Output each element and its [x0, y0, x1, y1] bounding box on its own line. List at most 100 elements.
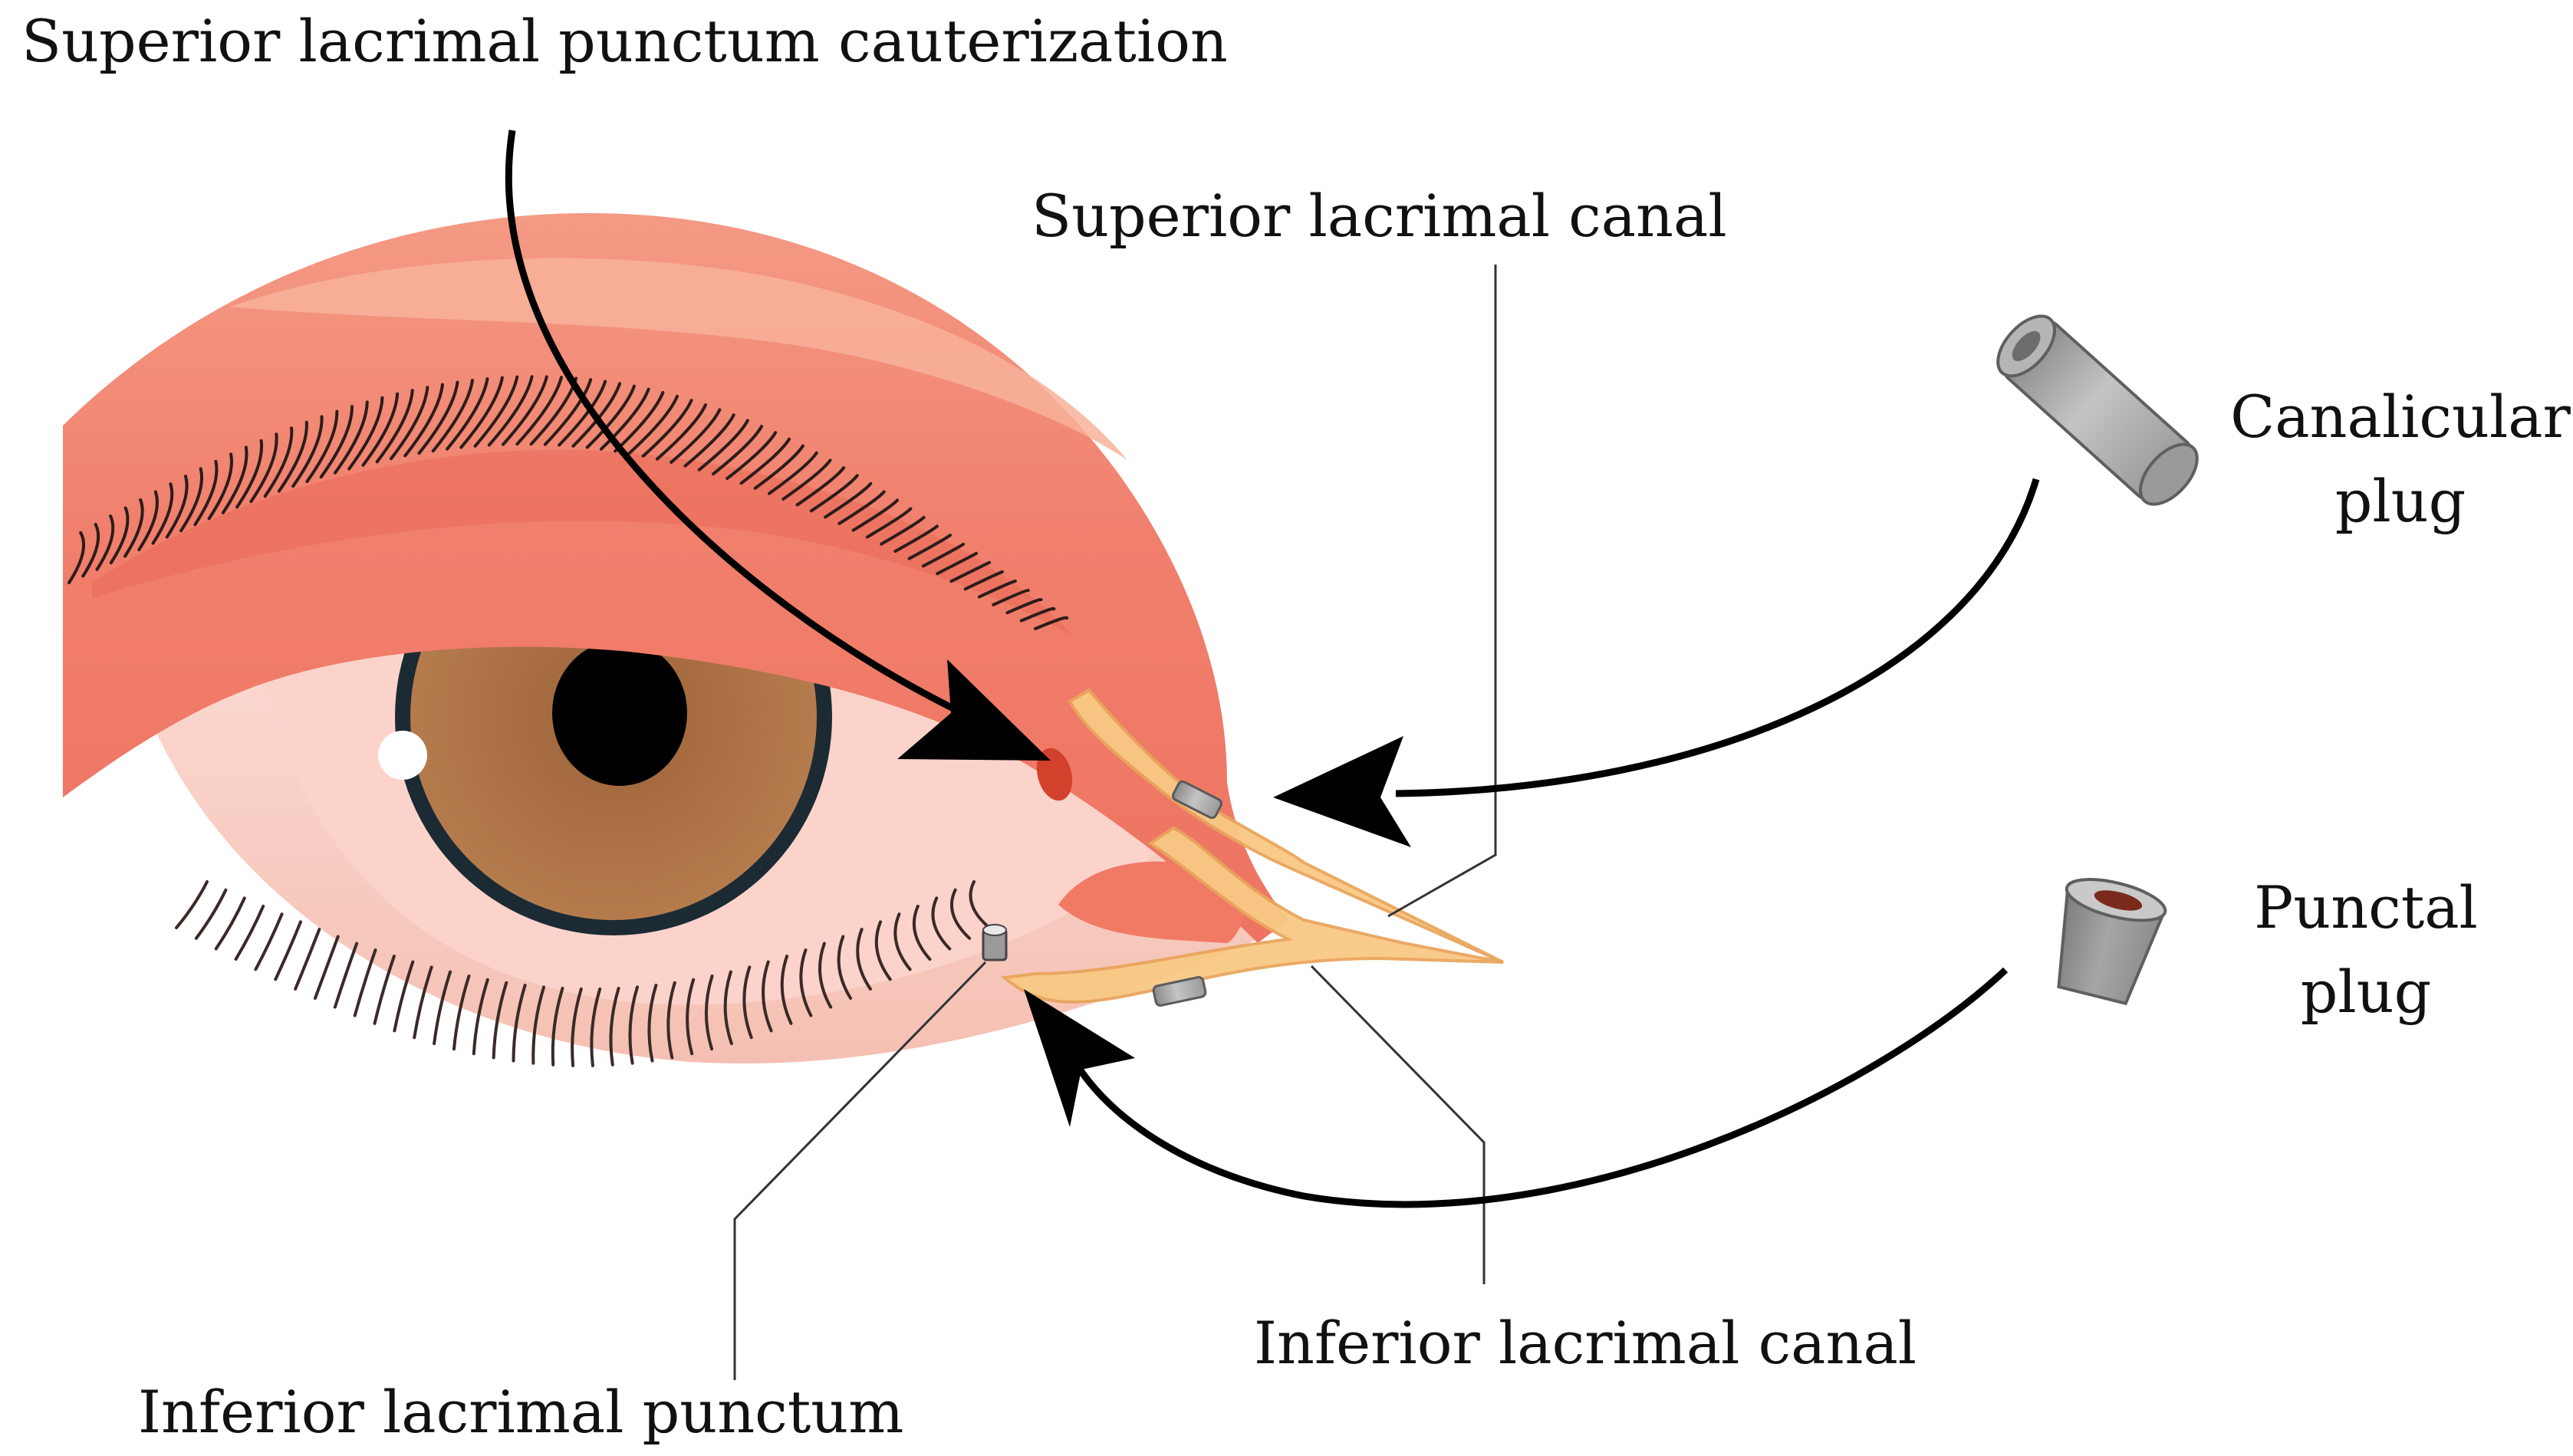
eyelash	[274, 920, 302, 981]
eyelash	[333, 400, 369, 475]
eyelash	[446, 377, 489, 451]
label-punctal-plug-1: Punctal	[2254, 873, 2478, 942]
eyelash	[375, 389, 414, 464]
eyelash	[641, 399, 693, 458]
eyelid-highlight	[230, 258, 1127, 460]
eyelash	[1034, 616, 1069, 630]
leader-inferior-canal	[1310, 965, 1486, 1284]
eyelash	[726, 431, 778, 480]
eyelash	[472, 978, 489, 1056]
eyelash	[647, 984, 658, 1063]
eyelash	[809, 474, 859, 513]
label-cauterization: Superior lacrimal punctum cauterization	[21, 7, 1228, 75]
eyelid-crease	[92, 449, 1074, 636]
label-punctal-plug-2: plug	[2301, 958, 2432, 1026]
eyelash	[670, 408, 722, 464]
eyelash	[95, 514, 115, 571]
eyelash	[277, 420, 308, 493]
eyelash	[492, 981, 508, 1060]
eyelash	[254, 912, 284, 971]
arrowhead-cauterization	[897, 659, 1051, 761]
eyelash	[551, 987, 564, 1067]
upper-eyelashes	[67, 375, 1069, 630]
eyelash	[795, 466, 846, 507]
eyelash	[912, 904, 932, 961]
eyelash	[781, 458, 832, 501]
eyelash	[333, 942, 359, 1009]
eyelash	[762, 960, 773, 1033]
eyelash	[512, 984, 527, 1063]
eyelash	[403, 383, 444, 458]
eyelash	[319, 405, 354, 479]
eyelash	[473, 375, 519, 448]
pupil	[552, 640, 687, 786]
eyelash	[433, 970, 452, 1046]
eyelash	[856, 928, 872, 991]
eyelash	[417, 380, 459, 455]
eyelash	[305, 409, 339, 483]
lacrimal-caruncle	[1058, 861, 1245, 943]
eyelash	[683, 413, 735, 468]
eyelash	[936, 551, 979, 576]
eyelash	[893, 524, 939, 553]
eyelash	[137, 490, 159, 551]
superior-lacrimal-canal	[1068, 688, 1504, 964]
eyelash	[361, 392, 400, 467]
eyelash	[837, 490, 886, 525]
eyelash	[390, 386, 429, 461]
eyelash	[921, 542, 966, 568]
eyelash	[824, 481, 873, 519]
eyelash	[950, 888, 972, 940]
eyelash	[655, 403, 707, 461]
eyelash	[207, 452, 233, 521]
eyelash	[123, 498, 144, 558]
label-canalicular-plug-2: plug	[2335, 467, 2466, 535]
eyelash	[571, 382, 622, 448]
eyelash	[235, 439, 264, 509]
eyelash	[723, 970, 733, 1046]
eyelash	[686, 978, 696, 1056]
eyelash	[179, 467, 204, 533]
arrow-cauterization	[505, 130, 964, 717]
eyelash	[249, 432, 278, 504]
punctal-plug-inserted	[982, 924, 1008, 961]
eyelash	[1005, 597, 1043, 615]
eyelash	[413, 965, 433, 1040]
eyelash	[1019, 606, 1056, 623]
eyelash	[704, 974, 714, 1051]
eyelash	[502, 375, 548, 446]
eyelash	[880, 515, 926, 546]
eyelash	[977, 579, 1017, 599]
eyelash	[874, 920, 892, 981]
eyelash	[628, 985, 639, 1065]
upper-eyelid	[63, 212, 1288, 943]
eyelash	[234, 904, 265, 961]
eyelash	[599, 387, 650, 451]
eyelash	[666, 981, 676, 1060]
label-canalicular-plug-1: Canalicular	[2230, 383, 2571, 451]
eyelash	[353, 948, 377, 1017]
eyelash	[893, 912, 912, 971]
eyelash	[851, 498, 900, 532]
eyelash	[109, 506, 130, 565]
eyelash	[742, 965, 753, 1040]
canalicular-plug-inserted	[1172, 780, 1222, 820]
eyelash	[907, 534, 952, 560]
eyelash	[194, 888, 228, 940]
eyelash	[627, 394, 679, 455]
eyelash	[175, 880, 209, 929]
eyelash	[373, 955, 396, 1025]
arrows	[505, 130, 2040, 1208]
arrowhead-canalicular-plug	[1273, 736, 1411, 847]
label-inferior-punctum: Inferior lacrimal punctum	[138, 1378, 903, 1446]
eyelash	[67, 531, 86, 584]
leader-inferior-punctum	[733, 961, 987, 1380]
eyelash	[543, 378, 593, 446]
eyelash	[585, 384, 636, 449]
eyelash	[969, 880, 991, 929]
eyelash	[865, 507, 913, 539]
eyelash	[452, 974, 471, 1051]
label-inferior-canal: Inferior lacrimal canal	[1254, 1309, 1917, 1377]
eyelash	[347, 396, 384, 471]
